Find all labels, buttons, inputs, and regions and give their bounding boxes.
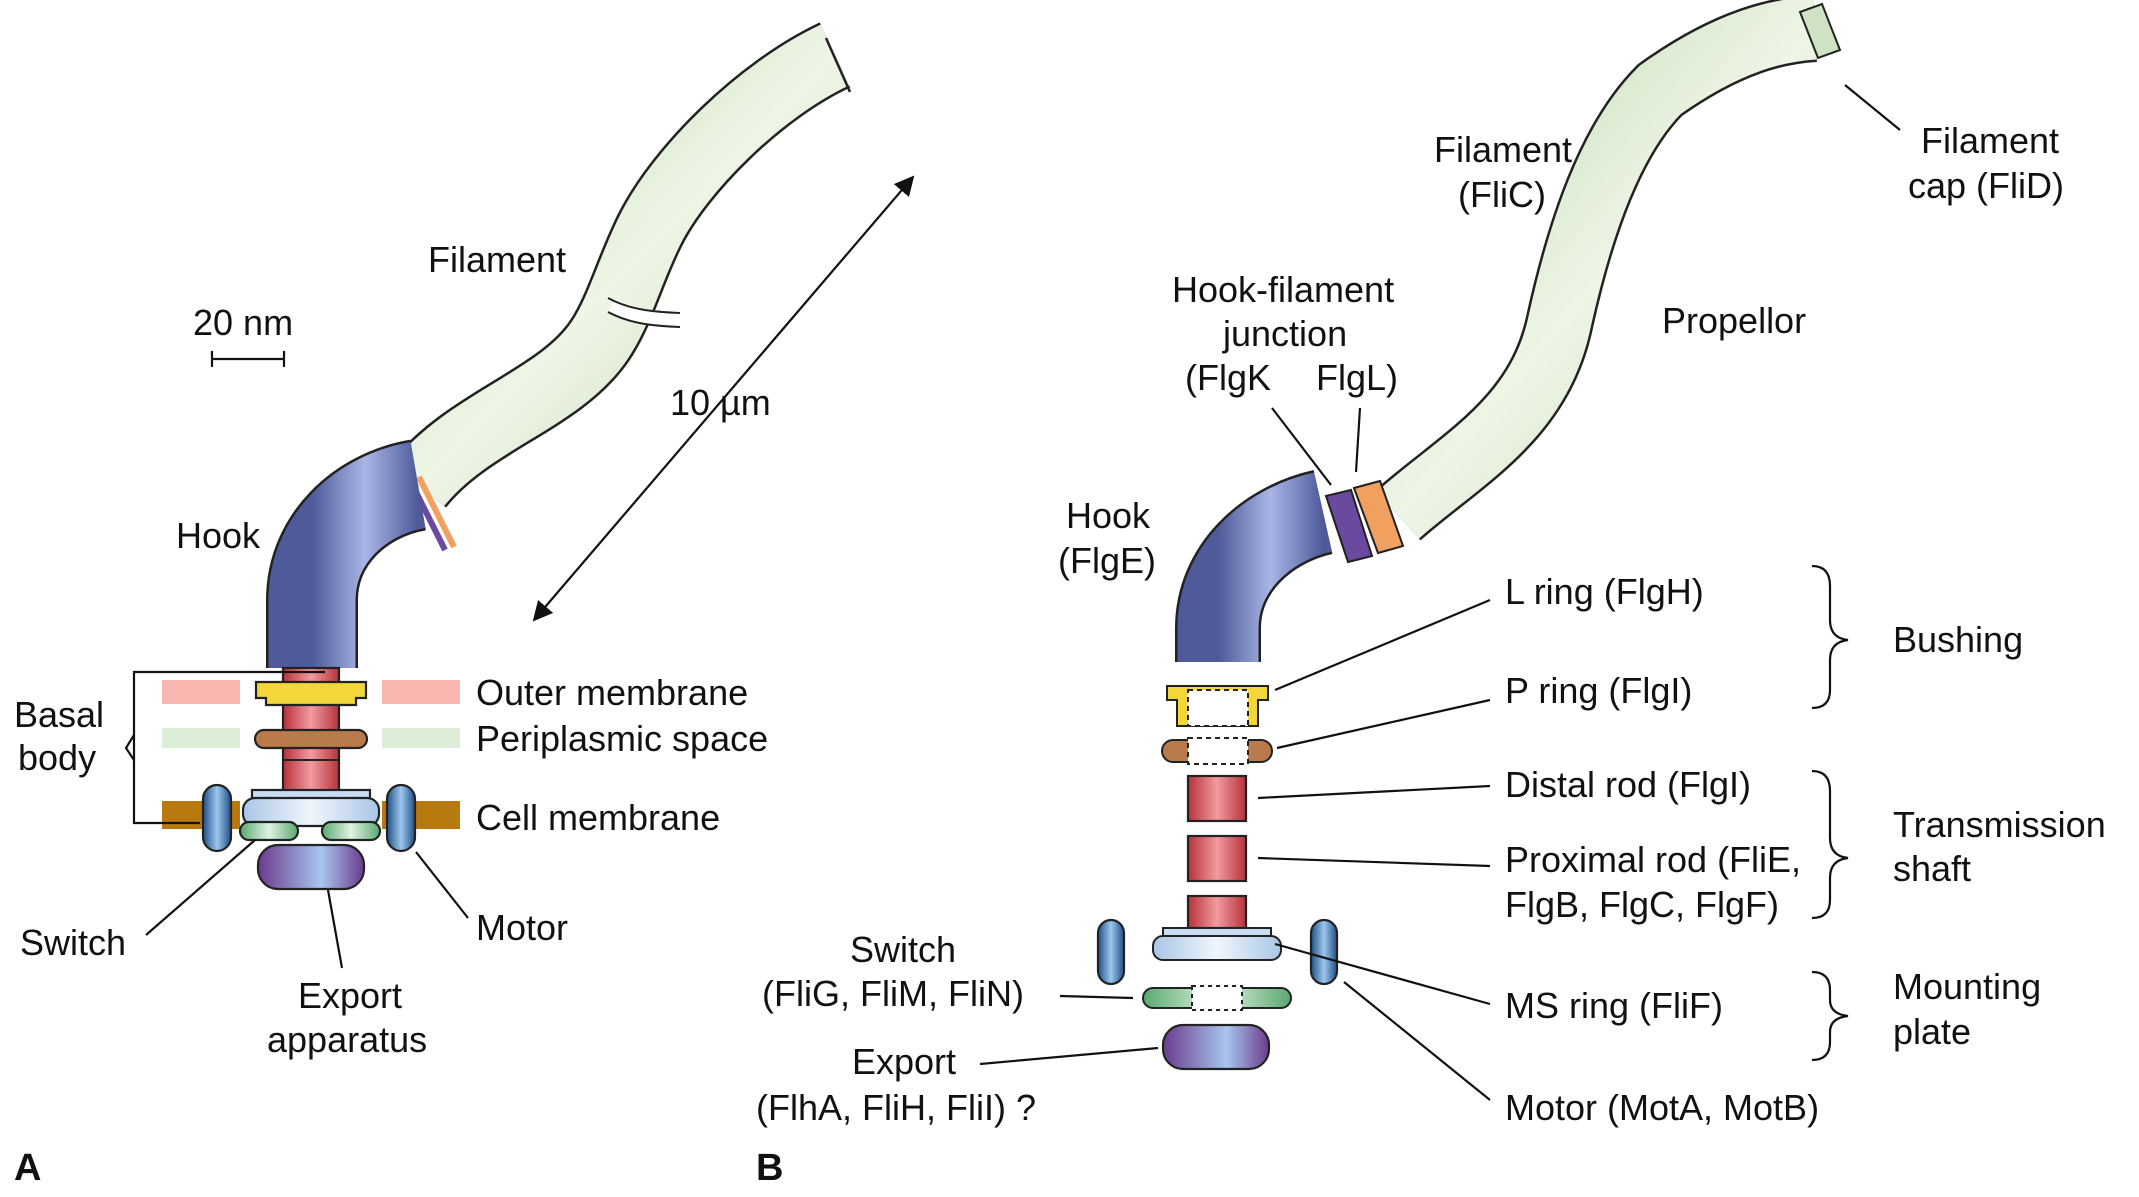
panel-b: Filament (FliC) Filament cap (FliD) Prop… [756, 0, 2106, 1189]
motor-b-right [1309, 918, 1339, 986]
junction-label-2: junction [1222, 313, 1347, 354]
filament-cap [1798, 2, 1842, 60]
motor-a-left [201, 783, 233, 853]
switch-b [1142, 985, 1292, 1011]
cell-membrane-label: Cell membrane [476, 797, 720, 838]
outer-membrane-label: Outer membrane [476, 672, 748, 713]
distal-rod [1186, 774, 1248, 823]
junction-label-1: Hook-filament [1172, 269, 1394, 310]
export-label-b-1: Export [852, 1041, 956, 1082]
outer-membrane-band-left [162, 680, 240, 704]
export-label-b-2: (FlhA, FliH, FliI) ? [756, 1087, 1036, 1128]
l-ring-b [1166, 685, 1269, 727]
junction-label-flgl: FlgL) [1316, 357, 1398, 398]
switch-a-right [320, 820, 382, 842]
periplasmic-space-label: Periplasmic space [476, 718, 768, 759]
switch-label-b-1: Switch [850, 929, 956, 970]
hook-label-b-2: (FlgE) [1058, 540, 1156, 581]
filament-cap-label-2: cap (FliD) [1908, 165, 2064, 206]
propellor-label: Propellor [1662, 300, 1806, 341]
switch-label-a: Switch [20, 922, 126, 963]
distal-rod-label: Distal rod (FlgI) [1505, 764, 1751, 805]
proximal-rod-lower [1186, 894, 1248, 930]
junction-flgl [1352, 479, 1405, 555]
filament-label-a: Filament [428, 239, 566, 280]
hook-b [1175, 470, 1334, 662]
bushing-label: Bushing [1893, 619, 2023, 660]
junction-flgk [1324, 488, 1374, 564]
export-apparatus-a [256, 843, 366, 891]
panel-a-letter: A [14, 1147, 41, 1189]
proximal-rod-upper [1186, 834, 1248, 883]
basal-body-label-1: Basal [14, 694, 104, 735]
hook-label-a: Hook [176, 515, 261, 556]
mounting-label-1: Mounting [1893, 966, 2041, 1007]
ms-ring-b [1152, 927, 1282, 961]
p-ring-b [1161, 737, 1273, 765]
length-arrow [532, 175, 915, 622]
proximal-rod-label-1: Proximal rod (FliE, [1505, 839, 1801, 880]
filament-label-b-1: Filament [1434, 129, 1572, 170]
switch-a-left [238, 820, 300, 842]
mounting-label-2: plate [1893, 1011, 1971, 1052]
panel-b-letter: B [756, 1147, 783, 1189]
panel-a: 20 nm 10 µm Filament Hook Basal body Out… [14, 22, 915, 1189]
proximal-rod-label-2: FlgB, FlgC, FlgF) [1505, 884, 1779, 925]
periplasm-band-right [382, 728, 460, 748]
hook-label-b-1: Hook [1066, 495, 1151, 536]
export-apparatus-b [1161, 1023, 1271, 1071]
motor-a-right [385, 783, 417, 853]
transmission-label-2: shaft [1893, 848, 1971, 889]
filament-label-b-2: (FliC) [1458, 174, 1546, 215]
motor-label-a: Motor [476, 907, 568, 948]
export-label-a-1: Export [298, 975, 402, 1016]
switch-label-b-2: (FliG, FliM, FliN) [762, 973, 1024, 1014]
filament-cap-label-1: Filament [1921, 120, 2059, 161]
hook-a [266, 439, 428, 668]
outer-membrane-band-right [382, 680, 460, 704]
junction-label-flgk: (FlgK [1185, 357, 1271, 398]
p-ring-a [253, 728, 369, 750]
motor-b-left [1096, 918, 1126, 986]
motor-label-b: Motor (MotA, MotB) [1505, 1087, 1819, 1128]
scale-bar-label: 20 nm [193, 302, 293, 343]
p-ring-label: P ring (FlgI) [1505, 670, 1692, 711]
export-label-a-2: apparatus [267, 1019, 427, 1060]
length-label: 10 µm [670, 382, 771, 423]
periplasm-band-left [162, 728, 240, 748]
filament-b [1375, 0, 1818, 541]
basal-body-label-2: body [18, 737, 96, 778]
l-ring-label: L ring (FlgH) [1505, 571, 1704, 612]
ms-ring-label: MS ring (FliF) [1505, 985, 1723, 1026]
l-ring-a [254, 680, 368, 707]
transmission-label-1: Transmission [1893, 804, 2106, 845]
